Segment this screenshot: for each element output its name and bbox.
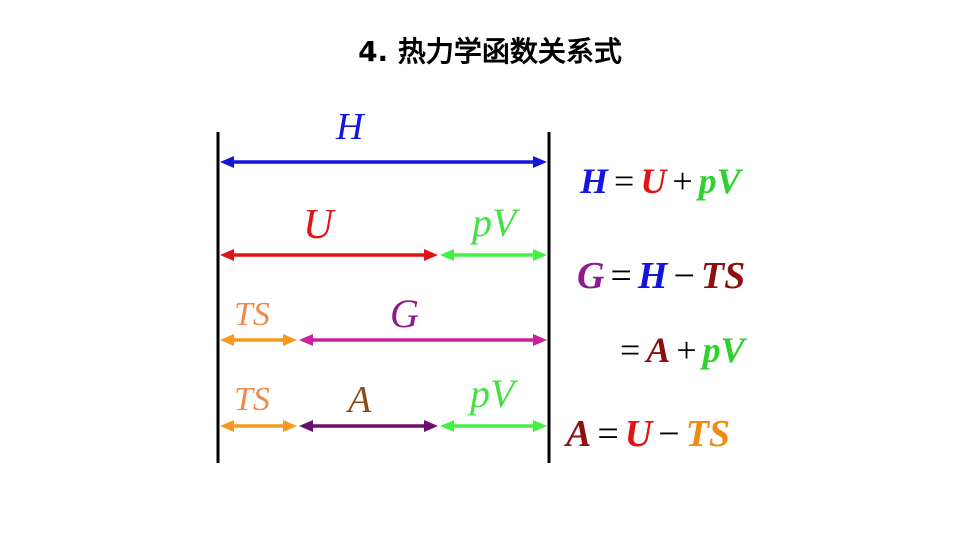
- arrow-U-head-left: [220, 249, 234, 261]
- arrow-TS-row4-head-right: [283, 420, 297, 432]
- equation-term: A: [566, 413, 592, 455]
- arrow-A-head-right: [424, 420, 438, 432]
- arrow-A-head-left: [299, 420, 313, 432]
- arrow-TS-row3-head-right: [283, 334, 297, 346]
- page-title: 4. 热力学函数关系式: [358, 35, 622, 68]
- label-pV-row4: pV: [470, 371, 515, 416]
- arrow-pV-row4-head-left: [440, 420, 454, 432]
- equation-operator: =: [610, 255, 632, 297]
- label-pV-row2: pV: [472, 200, 517, 245]
- equation-operator: −: [658, 413, 680, 455]
- arrow-G-head-right: [533, 334, 547, 346]
- arrow-pV-row2-head-left: [440, 249, 454, 261]
- equation-operator: =: [614, 161, 635, 201]
- arrow-H-head-right: [533, 156, 547, 168]
- arrow-pV-row4-head-right: [533, 420, 547, 432]
- equation-operator: =: [620, 330, 641, 370]
- equation-term: H: [580, 161, 609, 201]
- arrow-G-head-left: [299, 334, 313, 346]
- arrow-TS-row3-head-left: [220, 334, 234, 346]
- equation-term: U: [640, 161, 667, 201]
- label-TS-row3: TS: [234, 296, 270, 333]
- equation-term: H: [637, 255, 668, 297]
- equation-term: A: [646, 330, 671, 370]
- equation-term: U: [624, 413, 653, 455]
- equation-term: G: [577, 255, 605, 297]
- label-G: G: [390, 291, 419, 336]
- label-U: U: [303, 202, 334, 248]
- equation-term: TS: [685, 413, 731, 455]
- equation-operator: +: [672, 161, 693, 201]
- label-A: A: [348, 379, 372, 421]
- equation-operator: −: [673, 255, 695, 297]
- arrow-U-head-right: [424, 249, 438, 261]
- arrow-TS-row4-head-left: [220, 420, 234, 432]
- equation-enthalpy: H=U+pV: [580, 163, 741, 199]
- equation-gibbs-alt: =A+pV: [614, 332, 745, 368]
- label-H: H: [336, 106, 364, 148]
- equation-term: TS: [700, 255, 746, 297]
- equation-operator: =: [597, 413, 619, 455]
- label-TS-row4: TS: [234, 381, 270, 418]
- equation-helmholtz: A=U−TS: [566, 415, 730, 453]
- arrow-pV-row2-head-right: [533, 249, 547, 261]
- equation-gibbs: G=H−TS: [577, 257, 745, 295]
- equation-term: pV: [698, 161, 741, 201]
- equation-term: pV: [702, 330, 745, 370]
- arrow-H-head-left: [220, 156, 234, 168]
- equation-operator: +: [676, 330, 697, 370]
